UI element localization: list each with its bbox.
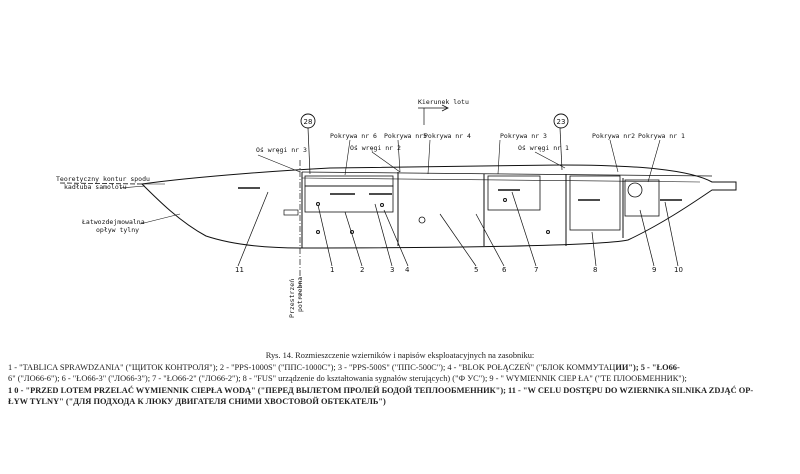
label-kontur-1: Teoretyczny kontur spodu: [56, 175, 150, 183]
pod-body-outline: [140, 164, 737, 249]
number-10: 10: [674, 266, 683, 274]
number-4: 4: [405, 266, 410, 274]
label-oslona-1: Łatwozdejmowalna: [81, 218, 145, 226]
number-2: 2: [360, 266, 364, 274]
label-przestrzen-2: potrzebna: [296, 277, 304, 312]
pod-diagram: 28 23 Kierunek lotu Pokrywa nr 6 Pokrywa…: [56, 98, 737, 318]
caption-title: Rys. 14. Rozmieszczenie wzierników i nap…: [265, 351, 535, 360]
figure-caption: Rys. 14. Rozmieszczenie wzierników i nap…: [0, 350, 800, 408]
number-6: 6: [502, 266, 507, 274]
number-9: 9: [652, 266, 656, 274]
label-przestrzen-1: Przestrzeń: [288, 279, 296, 318]
label-pokrywa-3: Pokrywa nr 3: [500, 132, 547, 140]
caption-line-1-b: ИИ"); 5 - "ŁO66-: [615, 362, 680, 372]
circle-23-label: 23: [557, 118, 566, 126]
label-pokrywa-2: Pokrywa nr2: [592, 132, 635, 140]
number-1: 1: [330, 266, 334, 274]
label-kontur-2: kadłuba samolotu: [64, 183, 127, 191]
label-pokrywa-4: Pokrywa nr 4: [424, 132, 471, 140]
caption-line-3: 1 0 - "PRZED LOTEM PRZELAĆ WYMIENNIK CIE…: [0, 385, 800, 397]
caption-line-1: 1 - "TABLICA SPRAWDZANIA" ("ЩИТОК КОНТРО…: [0, 362, 800, 374]
circle-28-marker: [300, 113, 316, 129]
label-os-wregi-1: Oś wręgi nr 1: [518, 144, 569, 152]
number-8: 8: [593, 266, 597, 274]
label-pokrywa-5: Pokrywa nr5: [384, 132, 427, 140]
number-3: 3: [390, 266, 394, 274]
label-oslona-2: opływ tylny: [96, 226, 139, 234]
label-os-wregi-3: Oś wręgi nr 3: [256, 146, 307, 154]
caption-line-1-a: 1 - "TABLICA SPRAWDZANIA" ("ЩИТОК КОНТРО…: [8, 362, 616, 372]
circle-23-marker: [553, 113, 569, 129]
circle-28-label: 28: [304, 118, 313, 126]
label-pokrywa-6: Pokrywa nr 6: [330, 132, 377, 140]
label-pokrywa-1: Pokrywa nr 1: [638, 132, 685, 140]
caption-line-4: ŁYW TYLNY" ("ДЛЯ ПОДХОДА К ЛЮКУ ДВИГАТЕЛ…: [0, 396, 800, 408]
label-kierunek-lotu: Kierunek lotu: [418, 98, 469, 106]
caption-line-2: 6" ("ЛО66-6"); 6 - "ŁO66-3" ("ЛО66-3"); …: [8, 374, 687, 383]
number-7: 7: [534, 266, 538, 274]
label-os-wregi-2: Oś wręgi nr 2: [350, 144, 401, 152]
caption-line-3-text: 1 0 - "PRZED LOTEM PRZELAĆ WYMIENNIK CIE…: [8, 385, 754, 395]
caption-line-4-text: ŁYW TYLNY" ("ДЛЯ ПОДХОДА К ЛЮКУ ДВИГАТЕЛ…: [8, 397, 386, 406]
number-11: 11: [235, 266, 244, 274]
number-5: 5: [474, 266, 478, 274]
